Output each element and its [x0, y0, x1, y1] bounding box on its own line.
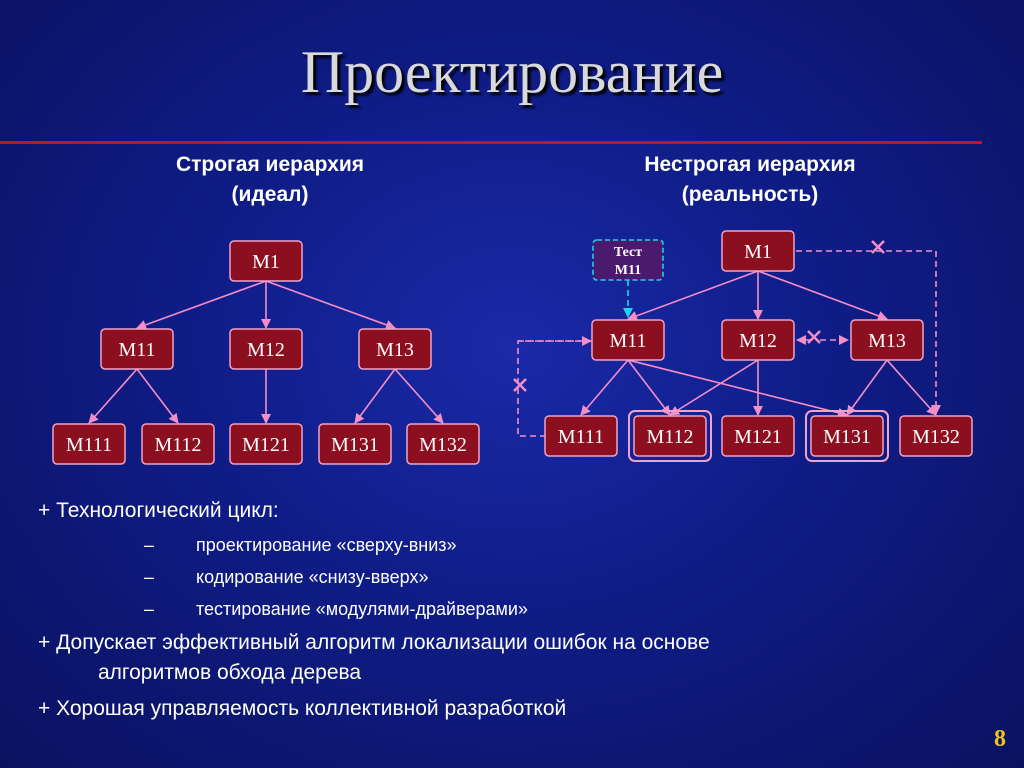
right-node-m112: M112	[628, 410, 712, 462]
right-node-m111: M111	[544, 415, 618, 457]
left-node-m131: M131	[318, 423, 392, 465]
right-node-label: M13	[868, 330, 906, 352]
left-node-m12: M12	[229, 328, 303, 370]
left-node-label: M111	[66, 434, 112, 456]
bullet-list: + Технологический цикл: –проектирование …	[38, 496, 998, 730]
left-node-m1: M1	[229, 240, 303, 282]
cross-mark-middle	[807, 330, 821, 344]
right-node-label: M11	[609, 330, 646, 352]
dashed-link-m1-m132	[796, 250, 941, 415]
right-node-m11: M11	[591, 319, 665, 361]
right-edge-m13-m131	[846, 359, 888, 416]
left-node-m13: M13	[358, 328, 432, 370]
test-node-line1: Тест	[614, 245, 642, 260]
left-edge-m1-m13	[265, 280, 396, 330]
right-heading: Нестрогая иерархия (реальность)	[590, 150, 910, 210]
right-edge-m11-m112	[627, 359, 671, 416]
left-node-label: M11	[118, 339, 155, 361]
left-node-label: M132	[419, 434, 467, 456]
left-node-label: M13	[376, 339, 414, 361]
test-node-line2: M11	[615, 263, 641, 278]
bullet-error-localization: + Допускает эффективный алгоритм локализ…	[38, 631, 710, 684]
right-node-label: M111	[558, 426, 604, 448]
left-heading: Строгая иерархия (идеал)	[120, 150, 420, 210]
bullet-lifecycle: + Технологический цикл:	[38, 499, 279, 522]
left-edge-m1-m11	[136, 280, 267, 330]
page-number: 8	[994, 726, 1006, 752]
right-edge-m1-m11	[627, 270, 759, 321]
sub-bullet-coding: –кодирование «снизу-вверх»	[144, 567, 429, 587]
left-heading-line2: (идеал)	[231, 183, 309, 206]
left-node-m111: M111	[52, 423, 126, 465]
right-node-m121: M121	[721, 415, 795, 457]
right-edge-m1-m13	[757, 270, 888, 321]
right-node-m1: M1	[721, 230, 795, 272]
left-node-label: M12	[247, 339, 285, 361]
right-node-label: M121	[734, 426, 782, 448]
left-node-label: M1	[252, 251, 280, 273]
left-node-m112: M112	[141, 423, 215, 465]
left-edge-m13-m131	[354, 368, 396, 424]
right-node-label: M1	[744, 241, 772, 263]
right-node-m12: M12	[721, 319, 795, 361]
left-edge-m11-m112	[136, 368, 179, 424]
right-node-label: M131	[823, 426, 871, 448]
right-edge-m11-m111	[580, 359, 629, 416]
test-node: Тест M11	[592, 239, 664, 281]
right-edge-m11-m131	[627, 359, 848, 418]
right-node-label: M112	[646, 426, 693, 448]
left-node-label: M131	[331, 434, 379, 456]
left-node-label: M121	[242, 434, 290, 456]
right-node-m132: M132	[899, 415, 973, 457]
right-node-label: M12	[739, 330, 777, 352]
right-node-m131: M131	[805, 410, 889, 462]
left-node-m11: M11	[100, 328, 174, 370]
left-edge-m13-m132	[394, 368, 444, 424]
cross-mark-left	[513, 378, 527, 392]
left-node-m132: M132	[406, 423, 480, 465]
right-heading-line1: Нестрогая иерархия	[644, 153, 856, 176]
right-node-label: M132	[912, 426, 960, 448]
left-node-label: M112	[154, 434, 201, 456]
slide-title: Проектирование	[300, 39, 724, 105]
bullet-team-management: + Хорошая управляемость коллективной раз…	[38, 697, 567, 720]
title-divider	[0, 141, 982, 144]
cross-mark-top	[871, 240, 885, 254]
right-node-m13: M13	[850, 319, 924, 361]
right-heading-line2: (реальность)	[681, 183, 819, 206]
right-edge-m13-m132	[886, 359, 937, 416]
left-node-m121: M121	[229, 423, 303, 465]
sub-bullet-design: –проектирование «сверху-вниз»	[144, 535, 457, 555]
right-edge-m12-m112	[669, 359, 759, 416]
left-heading-line1: Строгая иерархия	[175, 153, 365, 176]
left-edge-m11-m111	[88, 368, 138, 424]
sub-bullet-testing: –тестирование «модулями-драйверами»	[144, 599, 528, 619]
